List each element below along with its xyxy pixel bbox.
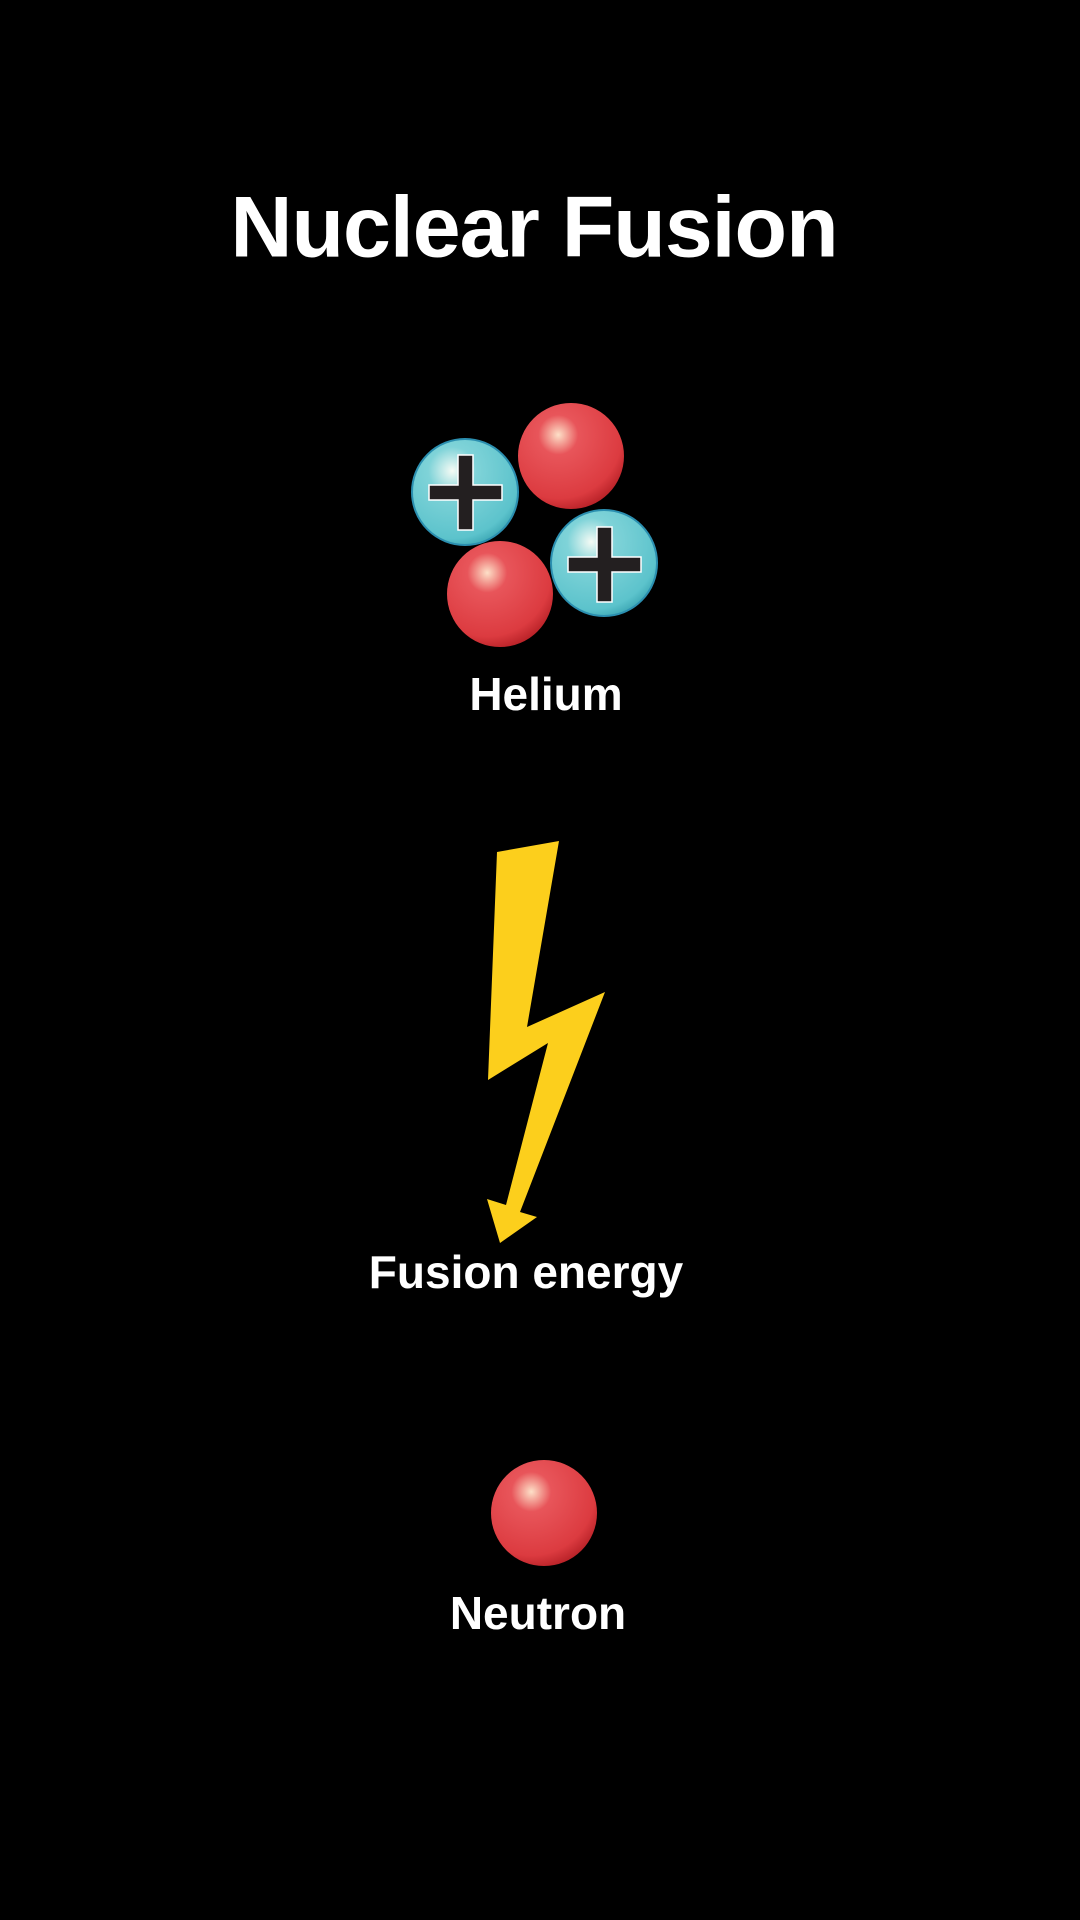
fusion-energy-label: Fusion energy: [368, 1246, 684, 1298]
page-title: Nuclear Fusion: [230, 179, 838, 276]
proton: [550, 509, 658, 617]
lightning-bolt-icon: [487, 841, 605, 1243]
helium-nucleus: [411, 403, 658, 647]
neutron: [491, 1460, 597, 1566]
neutron: [518, 403, 624, 509]
neutron-label: Neutron: [449, 1587, 627, 1639]
neutron: [447, 541, 553, 647]
proton: [411, 438, 519, 546]
plus-icon: [567, 526, 642, 603]
helium-label: Helium: [469, 668, 623, 720]
plus-icon: [428, 454, 503, 531]
